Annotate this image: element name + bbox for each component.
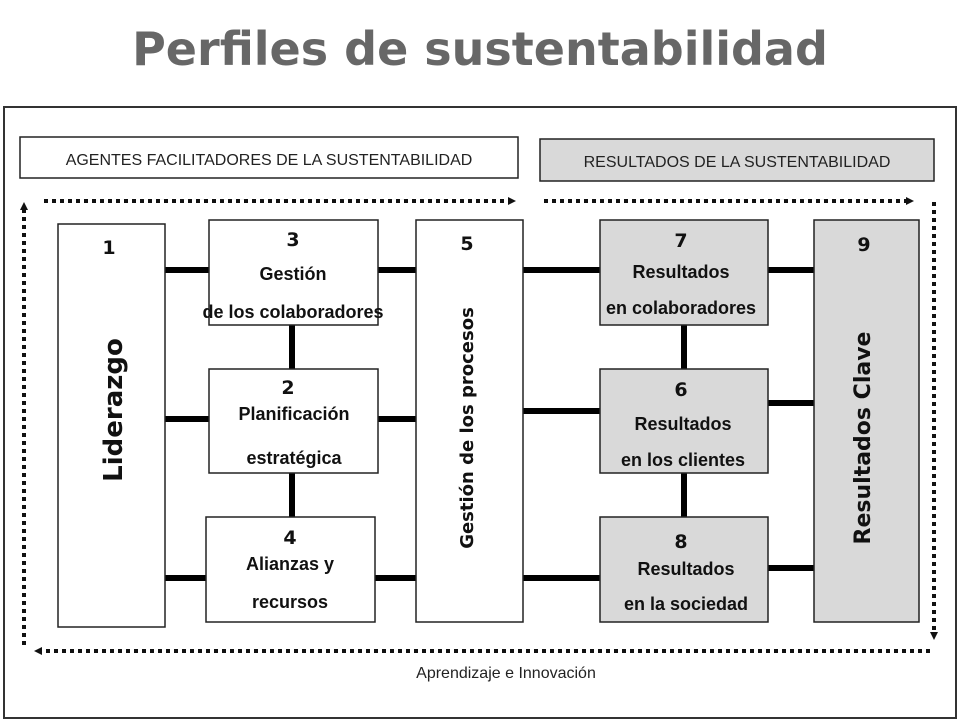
box-5-gestion-procesos: 5 Gestión de los procesos <box>415 219 524 623</box>
box-8-line1: Resultados <box>637 559 734 579</box>
box-9-number: 9 <box>857 234 870 256</box>
box-3-number: 3 <box>286 229 299 251</box>
header-results-label: RESULTADOS DE LA SUSTENTABILIDAD <box>584 154 891 171</box>
box-9-label: Resultados Clave <box>851 332 876 545</box>
box-6-resultados-clientes: 6 Resultados en los clientes <box>599 368 769 474</box>
box-5-label: Gestión de los procesos <box>457 307 478 549</box>
box-8-line2: en la sociedad <box>624 594 748 614</box>
box-1-number: 1 <box>102 237 115 259</box>
footer-label: Aprendizaje e Innovación <box>416 665 596 682</box>
box-6-line1: Resultados <box>634 414 731 434</box>
box-7-line1: Resultados <box>632 262 729 282</box>
box-2-line1: Planificación <box>238 404 349 424</box>
box-1-label: Liderazgo <box>99 338 129 482</box>
box-8-number: 8 <box>674 531 687 553</box>
box-7-resultados-colaboradores: 7 Resultados en colaboradores <box>599 219 769 326</box>
box-6-line2: en los clientes <box>621 450 745 470</box>
box-3-line2: de los colaboradores <box>202 302 383 322</box>
page-title: Perfiles de sustentabilidad <box>132 22 828 76</box>
box-4-line2: recursos <box>252 592 328 612</box>
box-7-number: 7 <box>674 230 687 252</box>
box-4-line1: Alianzas y <box>246 554 334 574</box>
connectors <box>165 267 814 581</box>
header-enablers: AGENTES FACILITADORES DE LA SUSTENTABILI… <box>19 136 519 179</box>
box-7-line2: en colaboradores <box>606 298 756 318</box>
box-4-alianzas: 4 Alianzas y recursos <box>205 516 376 623</box>
box-5-number: 5 <box>460 233 473 255</box>
box-2-number: 2 <box>281 377 294 399</box>
box-9-resultados-clave: 9 Resultados Clave <box>813 219 920 623</box>
box-6-number: 6 <box>674 379 687 401</box>
box-2-line2: estratégica <box>246 448 342 468</box>
header-enablers-label: AGENTES FACILITADORES DE LA SUSTENTABILI… <box>66 152 473 169</box>
box-4-number: 4 <box>283 527 296 549</box>
box-3-line1: Gestión <box>259 264 326 284</box>
box-2-planificacion: 2 Planificación estratégica <box>208 368 379 474</box>
box-3-gestion-colaboradores: 3 Gestión de los colaboradores <box>202 219 384 326</box>
header-results: RESULTADOS DE LA SUSTENTABILIDAD <box>539 138 935 182</box>
box-8-resultados-sociedad: 8 Resultados en la sociedad <box>599 516 769 623</box>
box-1-liderazgo: 1 Liderazgo <box>57 223 166 628</box>
